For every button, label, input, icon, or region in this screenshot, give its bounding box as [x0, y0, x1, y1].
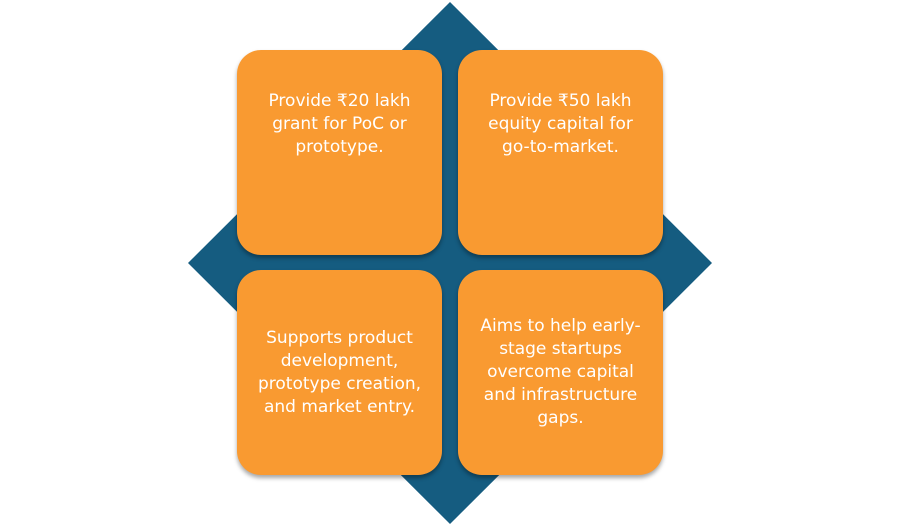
tile-support-info: Supports product development, prototype … [237, 270, 442, 475]
tile-grant-text: Provide ₹20 lakh grant for PoC or protot… [268, 90, 411, 157]
tile-aims-info: Aims to help early- stage startups overc… [458, 270, 663, 475]
tile-equity-text: Provide ₹50 lakh equity capital for go-t… [488, 90, 633, 157]
tile-equity-info: Provide ₹50 lakh equity capital for go-t… [458, 50, 663, 255]
tile-support-text: Supports product development, prototype … [257, 327, 422, 417]
tile-aims-text: Aims to help early- stage startups overc… [480, 316, 641, 428]
tile-grant-info: Provide ₹20 lakh grant for PoC or protot… [237, 50, 442, 255]
